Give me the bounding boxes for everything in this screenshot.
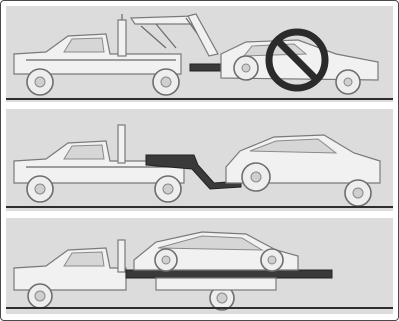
hook-tow-illustration xyxy=(6,6,393,102)
ground-line xyxy=(6,307,393,309)
flatbed-deck xyxy=(126,270,332,290)
ground-line xyxy=(6,206,393,208)
tow-truck xyxy=(14,14,230,95)
towed-car xyxy=(226,135,380,206)
loaded-car xyxy=(134,232,298,271)
wheel-lift-illustration xyxy=(6,109,393,211)
panel-flatbed-tow xyxy=(6,218,393,314)
panel-wheel-lift-tow xyxy=(6,109,393,211)
flatbed-illustration xyxy=(6,218,393,314)
panel-hook-tow-prohibited xyxy=(6,6,393,102)
ground-line xyxy=(6,98,393,100)
